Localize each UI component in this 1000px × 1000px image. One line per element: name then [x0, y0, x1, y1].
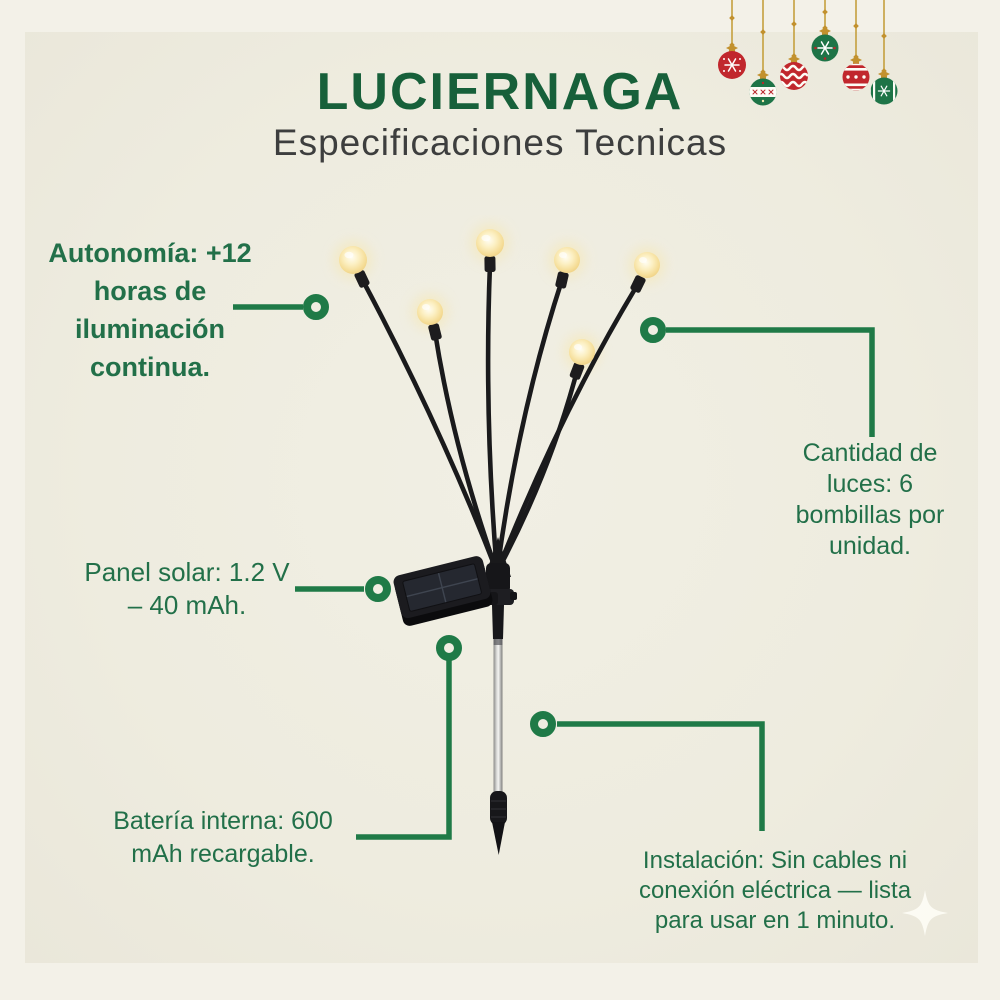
christmas-ornaments-decoration — [718, 0, 898, 106]
spec-instalacion: Instalación: Sin cables ni conexión eléc… — [638, 847, 912, 934]
solar-panel — [393, 556, 493, 626]
ornament-red-waves-icon — [780, 0, 808, 90]
spec-cantidad: Cantidad de luces: 6 bombillas por unida… — [795, 439, 945, 560]
spec-autonomia: Autonomía: +12 horas de iluminación cont… — [48, 238, 252, 382]
ornament-green-band-icon — [749, 0, 777, 106]
spec-bateria: Batería interna: 600 mAh recargable. — [113, 807, 333, 868]
product-image-solar-firefly-light — [334, 224, 665, 855]
header: LUCIERNAGA Especificaciones Tecnicas — [0, 64, 1000, 164]
ornament-green-striped-snowflake-icon — [870, 0, 898, 105]
page-subtitle: Especificaciones Tecnicas — [272, 122, 728, 163]
bulb-sockets — [354, 255, 646, 380]
light-bulbs — [339, 229, 660, 365]
flexible-stems — [359, 261, 641, 575]
ground-stake — [490, 639, 507, 855]
spec-panel-solar: Panel solar: 1.2 V – 40 mAh. — [84, 557, 290, 620]
ornament-red-snowflake-icon — [718, 0, 746, 79]
page-title: LUCIERNAGA — [316, 63, 684, 121]
ornament-green-snowflake-icon — [811, 0, 839, 62]
